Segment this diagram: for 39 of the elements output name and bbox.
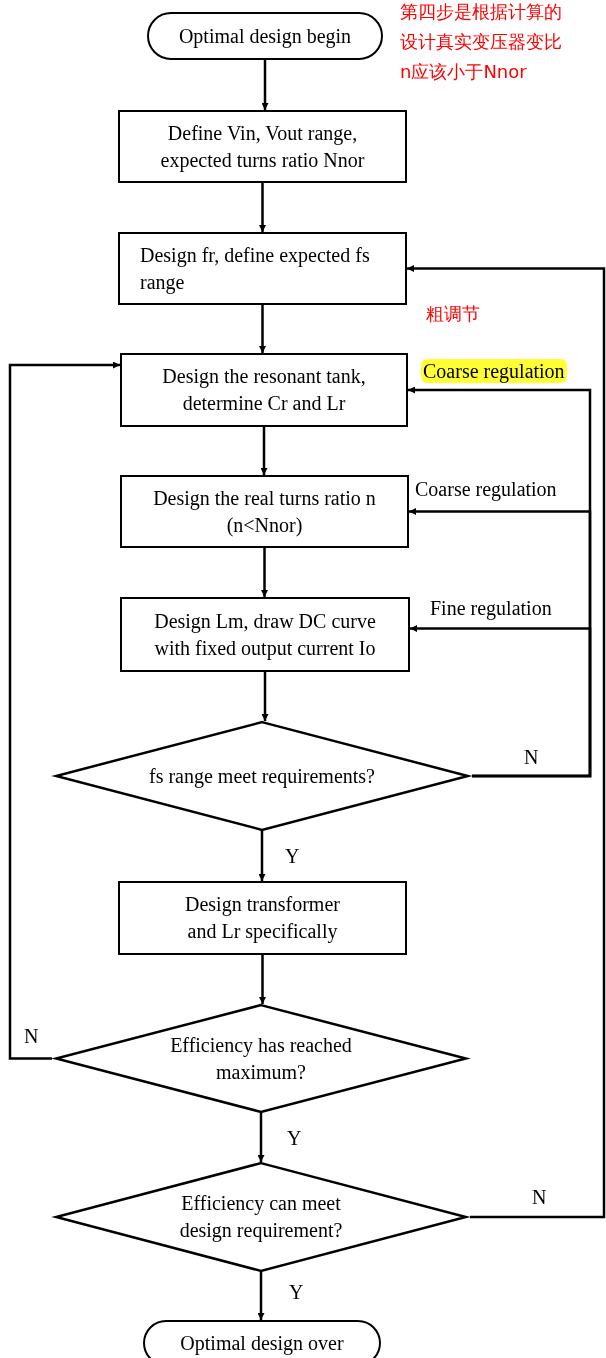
arrow xyxy=(261,60,269,110)
arrow xyxy=(261,672,269,721)
node-text: Efficiency can meet design requirement? xyxy=(178,1191,344,1244)
branch-label: N xyxy=(524,745,539,769)
node-text: Efficiency has reached maximum? xyxy=(169,1032,353,1085)
annotation-note: n应该小于Nnor xyxy=(400,60,527,84)
node-text: Define Vin, Vout range, expected turns ratio Nnor xyxy=(159,120,366,174)
arrow xyxy=(257,1113,265,1162)
decision-diamond xyxy=(52,1162,470,1272)
arrow xyxy=(8,361,120,1060)
process-box xyxy=(118,881,407,955)
node-text: Design the resonant tank, determine Cr and Lr xyxy=(161,364,367,416)
decision-diamond xyxy=(52,1004,470,1113)
node-text: Design fr, define expected fs range xyxy=(140,242,371,296)
arrow xyxy=(259,955,266,1004)
process-box xyxy=(120,597,410,672)
arrow xyxy=(259,183,266,232)
process-box xyxy=(118,110,407,183)
node-text: Optimal design over xyxy=(180,1330,344,1357)
node-text: Design transformer and Lr specifically xyxy=(184,892,341,945)
process-box xyxy=(120,475,409,548)
decision-diamond xyxy=(52,721,472,831)
process-box xyxy=(118,232,407,305)
arrow xyxy=(259,305,266,353)
process-box xyxy=(120,353,408,427)
annotation-note: 设计真实变压器变比 xyxy=(400,30,562,54)
arrow xyxy=(407,265,606,1219)
arrow xyxy=(257,1272,265,1320)
arrow xyxy=(258,831,266,881)
arrow xyxy=(261,548,268,597)
arrow xyxy=(260,427,268,475)
node-text: Design Lm, draw DC curve with fixed output current Io xyxy=(153,608,377,662)
annotation-note: 粗调节 xyxy=(426,302,480,326)
node-text: Optimal design begin xyxy=(178,23,352,50)
arrow xyxy=(410,625,592,778)
node-text: fs range meet requirements? xyxy=(149,763,375,790)
annotation-note: 第四步是根据计算的 xyxy=(400,0,562,24)
node-text: Design the real turns ratio n (n<Nnor) xyxy=(152,485,377,539)
edge-label: Coarse regulation xyxy=(421,359,567,383)
